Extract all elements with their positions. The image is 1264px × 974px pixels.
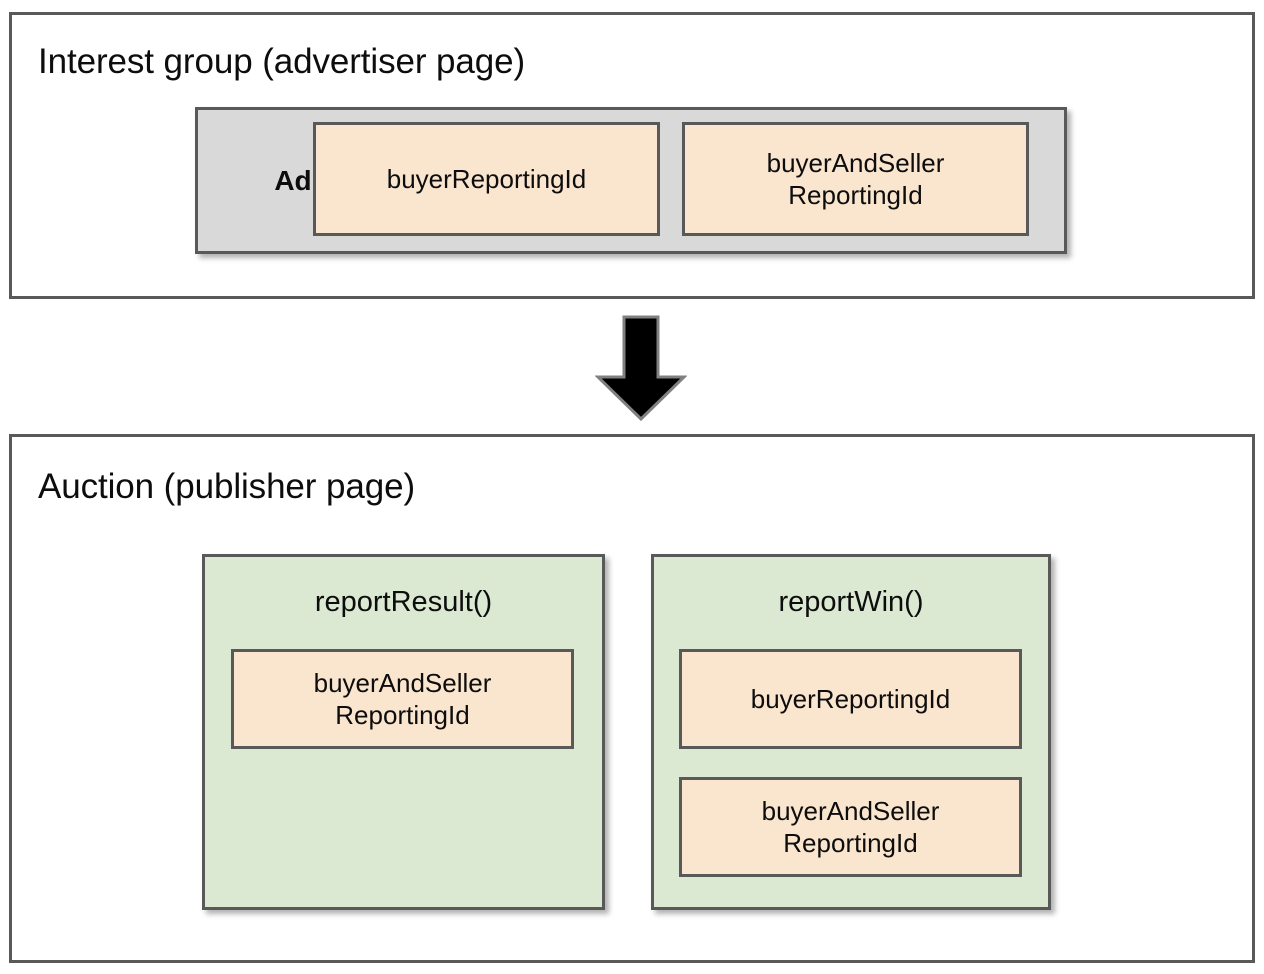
ad-label: Ad	[274, 164, 312, 196]
interest-group-buyer-and-seller-reporting-id-label: buyerAndSeller ReportingId	[766, 148, 945, 210]
report-win-function-title: reportWin()	[778, 586, 924, 618]
report-win-buyer-and-seller-reporting-id-box: buyerAndSeller ReportingId	[679, 777, 1022, 877]
interest-group-buyer-and-seller-reporting-id-box: buyerAndSeller ReportingId	[682, 122, 1029, 236]
auction-panel-title: Auction (publisher page)	[38, 467, 415, 506]
report-result-function-title: reportResult()	[314, 586, 493, 618]
report-win-buyer-and-seller-reporting-id-label: buyerAndSeller ReportingId	[761, 796, 940, 858]
auction-panel: Auction (publisher page)	[9, 434, 1255, 963]
interest-group-buyer-reporting-id-box: buyerReportingId	[313, 122, 660, 236]
interest-group-panel-title: Interest group (advertiser page)	[38, 42, 526, 81]
interest-group-buyer-reporting-id-label: buyerReportingId	[386, 164, 587, 194]
report-result-buyer-and-seller-reporting-id-box: buyerAndSeller ReportingId	[231, 649, 574, 749]
report-result-buyer-and-seller-reporting-id-label: buyerAndSeller ReportingId	[313, 668, 492, 730]
report-win-buyer-reporting-id-label: buyerReportingId	[750, 684, 951, 714]
report-win-buyer-reporting-id-box: buyerReportingId	[679, 649, 1022, 749]
down-arrow-icon	[595, 315, 687, 421]
